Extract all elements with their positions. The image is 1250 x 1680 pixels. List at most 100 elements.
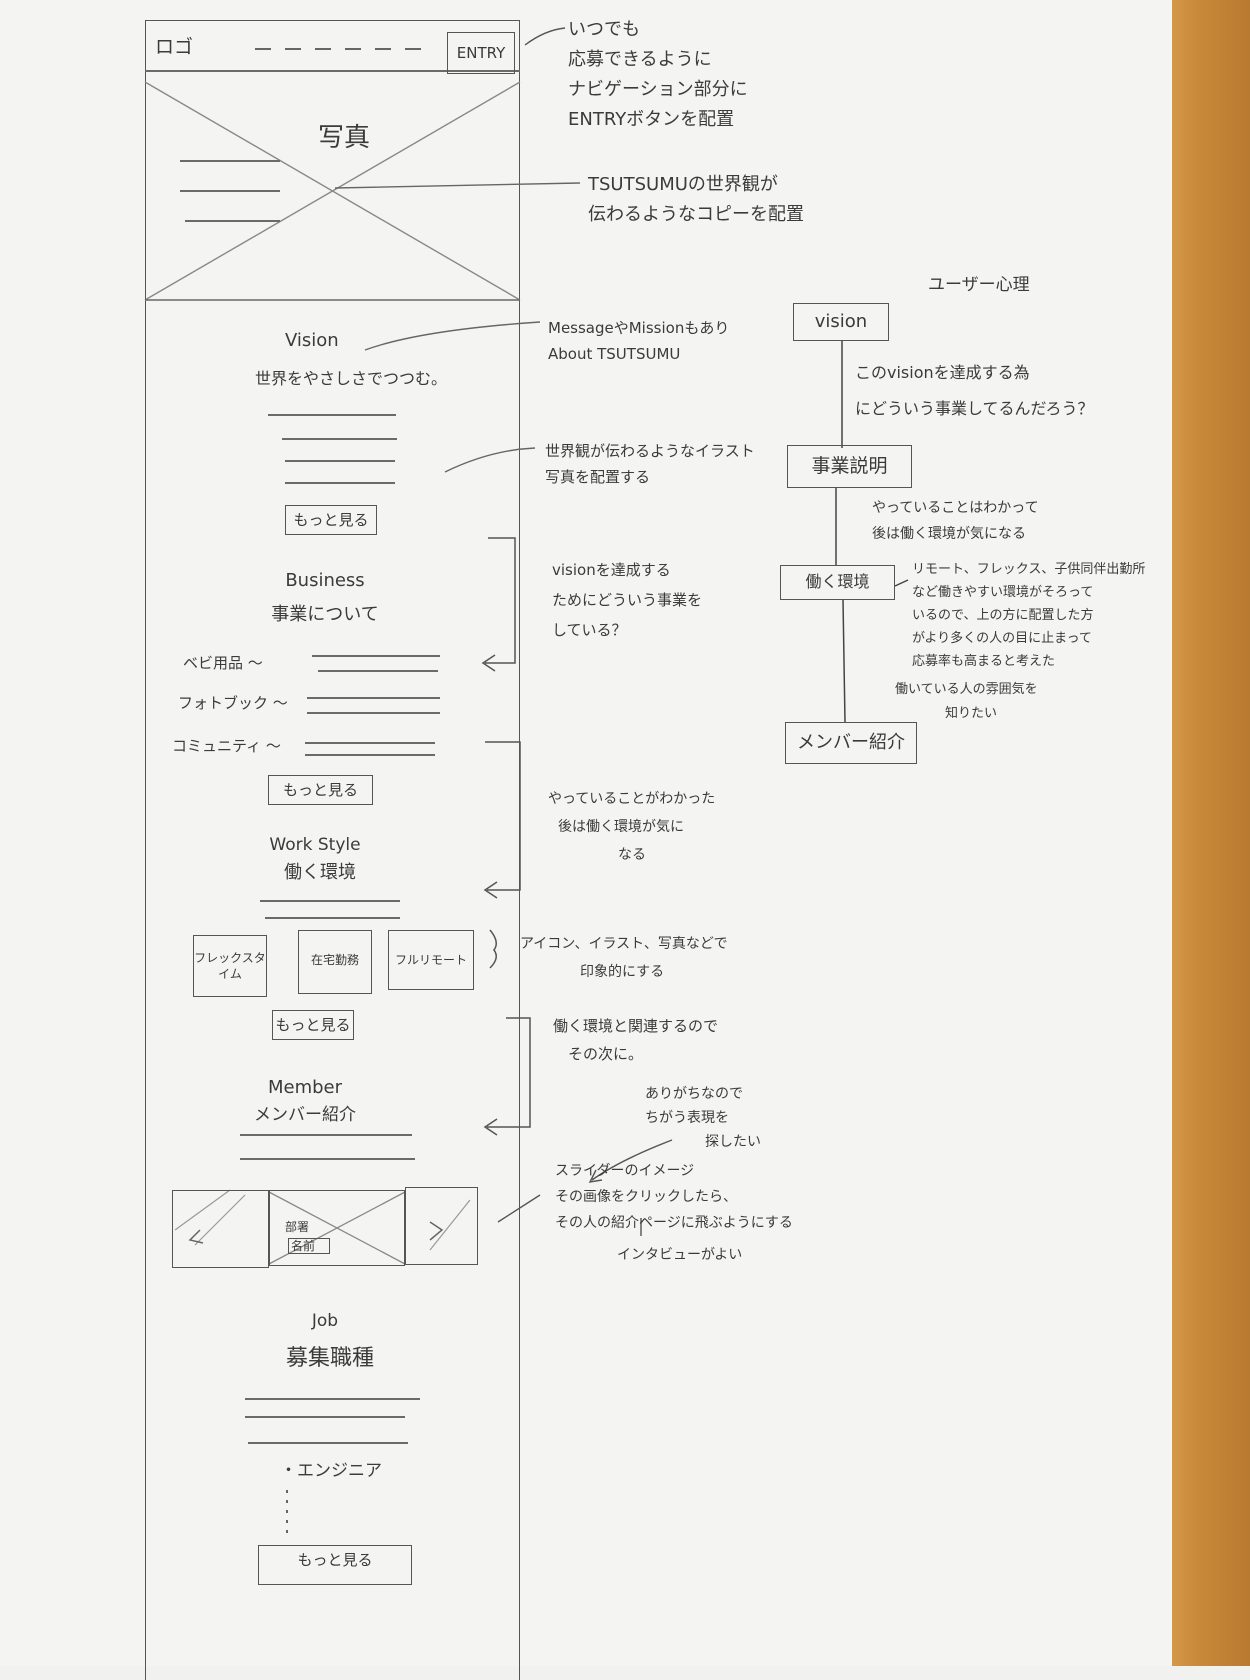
hero-copy-line	[185, 220, 280, 222]
illust-note: 世界観が伝わるようなイラスト 写真を配置する	[545, 438, 755, 490]
text-line	[260, 900, 400, 902]
job-more-button[interactable]: もっと見る	[258, 1545, 412, 1585]
note-line: など働きやすい環境がそろって	[912, 585, 1094, 600]
member-subtitle: メンバー紹介	[254, 1105, 356, 1125]
text-line	[318, 670, 438, 672]
note-line: 写真を配置する	[545, 468, 651, 486]
slider-prev-card[interactable]	[172, 1190, 269, 1268]
note-line: やっていることがわかった	[548, 791, 716, 807]
node-label: 事業説明	[811, 455, 888, 477]
workstyle-more-button[interactable]: もっと見る	[272, 1010, 354, 1040]
sketch-lines	[144, 27, 909, 1265]
flow-note: このvisionを達成する為 にどういう事業してるんだろう？	[855, 355, 1094, 427]
text-line	[265, 917, 400, 919]
member-title: Member	[267, 1077, 343, 1098]
flow-node-workstyle: 働く環境	[780, 565, 895, 600]
vision-copy: 世界をやさしさでつつむ。	[255, 369, 448, 388]
business-item: フォトブック 〜	[178, 694, 288, 712]
card-label: フルリモート	[394, 953, 467, 967]
flow-node-member: メンバー紹介	[785, 722, 917, 764]
flow-note: リモート、フレックス、子供同伴出勤所 など働きやすい環境がそろって いるので、上…	[912, 558, 1145, 673]
note-line: 後は働く環境が気に	[558, 819, 684, 835]
text-line	[305, 754, 435, 756]
business-more-button[interactable]: もっと見る	[268, 775, 373, 805]
hero-note: TSUTSUMUの世界観が 伝わるようなコピーを配置	[588, 170, 804, 230]
card-label: 在宅勤務	[310, 953, 359, 967]
business-title: Business	[285, 570, 365, 591]
note-line: リモート、フレックス、子供同伴出勤所	[912, 562, 1146, 577]
text-line	[245, 1416, 405, 1418]
list-ellipsis	[286, 1490, 288, 1535]
vision-title: Vision	[285, 330, 339, 351]
workstyle-subtitle: 働く環境	[284, 862, 356, 883]
note-line: ありがちなので	[645, 1086, 743, 1102]
cards-note: アイコン、イラスト、写真などで 印象的にする	[520, 930, 728, 986]
note-line: その次に。	[568, 1045, 644, 1063]
card-label: フレックスタイム	[194, 951, 266, 981]
business-item: コミュニティ 〜	[172, 737, 281, 755]
header-divider	[145, 70, 520, 72]
entry-note: いつでも 応募できるように ナビゲーション部分に ENTRYボタンを配置	[568, 15, 748, 135]
note-line: MessageやMissionもあり	[548, 319, 730, 337]
text-line	[285, 482, 395, 484]
business-item: ベビ用品 〜	[183, 654, 263, 672]
note-line: インタビューがよい	[617, 1247, 743, 1263]
text-line	[307, 697, 440, 699]
note-line: いるので、上の方に配置した方	[912, 608, 1094, 623]
note-line: このvisionを達成する為	[855, 363, 1030, 382]
note-line: スライダーのイメージ	[555, 1163, 695, 1179]
slider-alt-note: ありがちなので ちがう表現を 探したい	[645, 1082, 761, 1154]
note-line: 知りたい	[945, 706, 998, 721]
note-line: 伝わるようなコピーを配置	[588, 204, 804, 225]
text-line	[305, 742, 435, 744]
flow-note: やっていることはわかって 後は働く環境が気になる	[872, 495, 1039, 547]
text-line	[285, 460, 395, 462]
business-subtitle: 事業について	[271, 604, 379, 625]
note-line: ためにどういう事業を	[552, 591, 703, 609]
slide-dept-label: 部署	[285, 1220, 310, 1234]
note-line: ENTRYボタンを配置	[568, 109, 735, 130]
hero-copy-line	[180, 190, 280, 192]
note-line: 応募できるように	[568, 49, 712, 70]
slider-main-card[interactable]	[269, 1190, 405, 1266]
note-line: にどういう事業してるんだろう？	[855, 399, 1094, 418]
flow-node-vision: vision	[793, 303, 889, 341]
workstyle-card[interactable]: フレックスタイム	[193, 935, 267, 997]
note-line: About TSUTSUMU	[548, 345, 681, 363]
workstyle-card[interactable]: フルリモート	[388, 930, 474, 990]
note-line: アイコン、イラスト、写真などで	[520, 936, 728, 952]
note-line: visionを達成する	[552, 561, 671, 579]
text-line	[240, 1134, 412, 1136]
paper-sheet	[0, 0, 1172, 1666]
note-line: その画像をクリックしたら、	[555, 1189, 737, 1205]
slider-next-card[interactable]	[405, 1187, 478, 1265]
note-line: 印象的にする	[580, 964, 665, 980]
workstyle-title: Work Style	[269, 835, 361, 855]
flow-node-business: 事業説明	[787, 445, 912, 488]
node-label: メンバー紹介	[797, 732, 905, 753]
entry-button[interactable]: ENTRY	[447, 32, 515, 74]
workstyle-note: やっていることがわかった 後は働く環境が気に なる	[548, 785, 715, 869]
slide-name-label: 名前	[288, 1238, 331, 1254]
vision-more-button[interactable]: もっと見る	[285, 505, 377, 535]
note-line: 世界観が伝わるようなイラスト	[545, 442, 755, 460]
note-line: 働く環境と関連するので	[553, 1017, 719, 1035]
member-note: 働く環境と関連するので その次に。	[553, 1012, 718, 1068]
note-line: がより多くの人の目に止まって	[912, 631, 1092, 646]
note-line: いつでも	[568, 19, 640, 40]
job-title: Job	[311, 1311, 339, 1331]
node-label: vision	[814, 311, 868, 332]
text-line	[307, 712, 440, 714]
text-line	[245, 1398, 420, 1400]
note-line: 働いている人の雰囲気を	[895, 682, 1038, 697]
note-line: 後は働く環境が気になる	[872, 526, 1026, 542]
hero-photo-label: 写真	[318, 123, 371, 153]
job-list-item: ・エンジニア	[280, 1461, 382, 1481]
psychology-title: ユーザー心理	[928, 275, 1030, 295]
job-subtitle: 募集職種	[285, 1346, 374, 1371]
note-line: 探したい	[705, 1134, 761, 1150]
wood-table-edge	[1160, 0, 1250, 1666]
text-line	[268, 414, 396, 416]
text-line	[248, 1442, 408, 1444]
workstyle-card[interactable]: 在宅勤務	[298, 930, 372, 994]
